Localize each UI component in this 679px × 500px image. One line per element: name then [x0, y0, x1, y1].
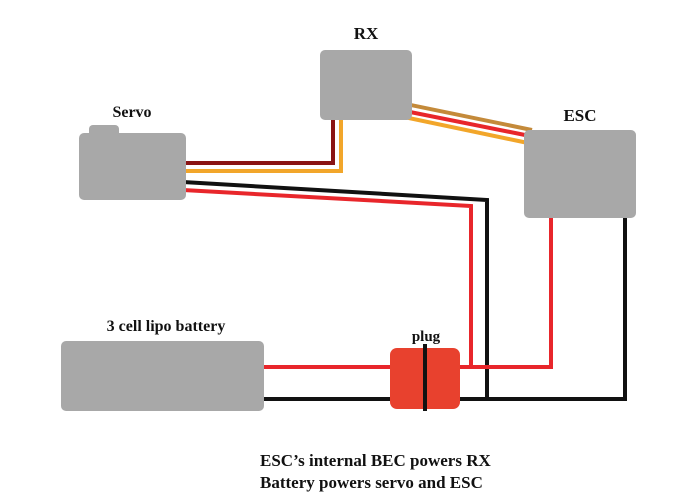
caption-line-2: Battery powers servo and ESC — [260, 473, 483, 492]
servo-rx-darkred-wire — [183, 95, 335, 165]
servo-rx-orange-wire — [183, 103, 343, 173]
battery-label: 3 cell lipo battery — [107, 318, 226, 335]
plug-label: plug — [412, 329, 441, 345]
rx-label: RX — [354, 24, 379, 43]
servo-label: Servo — [112, 104, 151, 121]
rx-box — [320, 50, 412, 120]
esc-red-wire — [458, 197, 553, 369]
servo-box — [79, 133, 186, 200]
esc-box — [524, 130, 636, 218]
servo-black-wire — [182, 180, 489, 399]
servo-red-wire — [182, 188, 473, 367]
esc-black-wire — [458, 200, 627, 401]
caption-line-1: ESC’s internal BEC powers RX — [260, 451, 491, 470]
battery-box — [61, 341, 264, 411]
esc-label: ESC — [563, 106, 596, 125]
